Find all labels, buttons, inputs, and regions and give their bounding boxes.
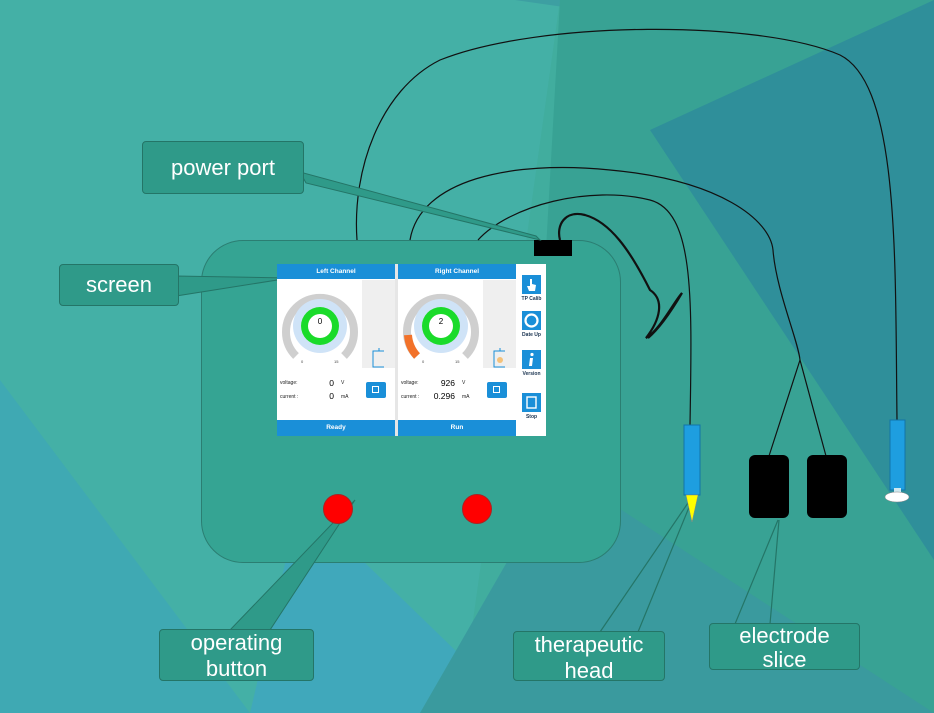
electrode-pad-left — [749, 455, 789, 518]
right-channel-panel: Right Channel 2 0 15 voltage: 926 V — [398, 264, 516, 436]
left-channel-status: Ready — [277, 420, 395, 436]
right-output-button[interactable] — [487, 382, 507, 398]
right-current-label: current : — [401, 394, 420, 400]
electrode-pad-right — [807, 455, 847, 518]
hand-pointer-icon — [522, 275, 541, 294]
info-icon — [522, 350, 541, 369]
left-tick-min: 0 — [301, 359, 304, 364]
callout-electrode-slice: electrode slice — [709, 623, 860, 672]
callout-screen-text: screen — [85, 272, 153, 297]
menu-label: Version — [522, 371, 541, 377]
right-voltage-unit: V — [462, 380, 466, 386]
left-tick-max: 15 — [334, 359, 339, 364]
menu-stop[interactable]: Stop — [517, 393, 546, 420]
screen[interactable]: Left Channel 0 0 15 voltage: 0 V current… — [277, 264, 546, 436]
right-side-panel — [483, 280, 516, 368]
callout-electrode-line1: electrode — [739, 623, 830, 648]
left-readouts: voltage: 0 V current : 0 mA — [277, 372, 395, 418]
operating-button-right[interactable] — [462, 494, 492, 524]
left-side-panel — [362, 280, 395, 368]
left-voltage-unit: V — [341, 380, 345, 386]
right-channel-header: Right Channel — [398, 264, 516, 279]
stop-icon — [522, 393, 541, 412]
callout-power-port-text: power port — [171, 155, 275, 180]
left-current-unit: mA — [341, 394, 349, 400]
right-readouts: voltage: 926 V current : 0.296 mA — [398, 372, 516, 418]
callout-therapeutic-head: therapeutic head — [513, 631, 665, 683]
menu-label: Stop — [525, 414, 538, 420]
left-gauge: 0 0 15 — [277, 280, 362, 368]
left-current-value: 0 — [329, 391, 334, 401]
left-output-button[interactable] — [366, 382, 386, 398]
right-voltage-value: 926 — [440, 378, 455, 388]
right-channel-status: Run — [398, 420, 516, 436]
callout-operating-line1: operating — [190, 630, 283, 655]
callout-therapeutic-line2: head — [564, 658, 614, 683]
menu-label: TP Calib — [521, 296, 542, 302]
callout-power-port: power port — [142, 141, 304, 194]
refresh-circle-icon — [522, 311, 541, 330]
left-voltage-value: 0 — [329, 378, 334, 388]
right-gauge: 2 0 15 — [398, 280, 483, 368]
menu-date-up[interactable]: Date Up — [517, 311, 546, 338]
left-channel-header: Left Channel — [277, 264, 395, 279]
power-port[interactable] — [534, 240, 572, 256]
callout-operating-line2: button — [205, 656, 268, 681]
left-gauge-value: 0 — [317, 317, 323, 326]
left-current-label: current : — [280, 394, 299, 400]
operating-button-left[interactable] — [323, 494, 353, 524]
callout-operating-button: operating button — [159, 629, 314, 681]
right-voltage-label: voltage: — [401, 380, 419, 386]
left-probe-icon — [372, 348, 384, 368]
screen-menu: TP Calib Date Up Version Stop — [517, 264, 546, 436]
right-current-unit: mA — [462, 394, 470, 400]
callout-electrode-line2: slice — [762, 647, 807, 672]
right-gauge-value: 2 — [438, 317, 444, 326]
menu-label: Date Up — [522, 332, 541, 338]
right-tick-min: 0 — [422, 359, 425, 364]
menu-tp-calib[interactable]: TP Calib — [517, 275, 546, 302]
right-current-value: 0.296 — [433, 391, 455, 401]
left-voltage-label: voltage: — [280, 380, 298, 386]
callout-therapeutic-line1: therapeutic — [534, 632, 644, 657]
right-probe-icon — [493, 348, 505, 368]
channel-divider — [395, 264, 398, 436]
right-tick-max: 15 — [455, 359, 460, 364]
callout-screen: screen — [59, 264, 179, 306]
left-channel-panel: Left Channel 0 0 15 voltage: 0 V current… — [277, 264, 395, 436]
menu-version[interactable]: Version — [517, 350, 546, 377]
